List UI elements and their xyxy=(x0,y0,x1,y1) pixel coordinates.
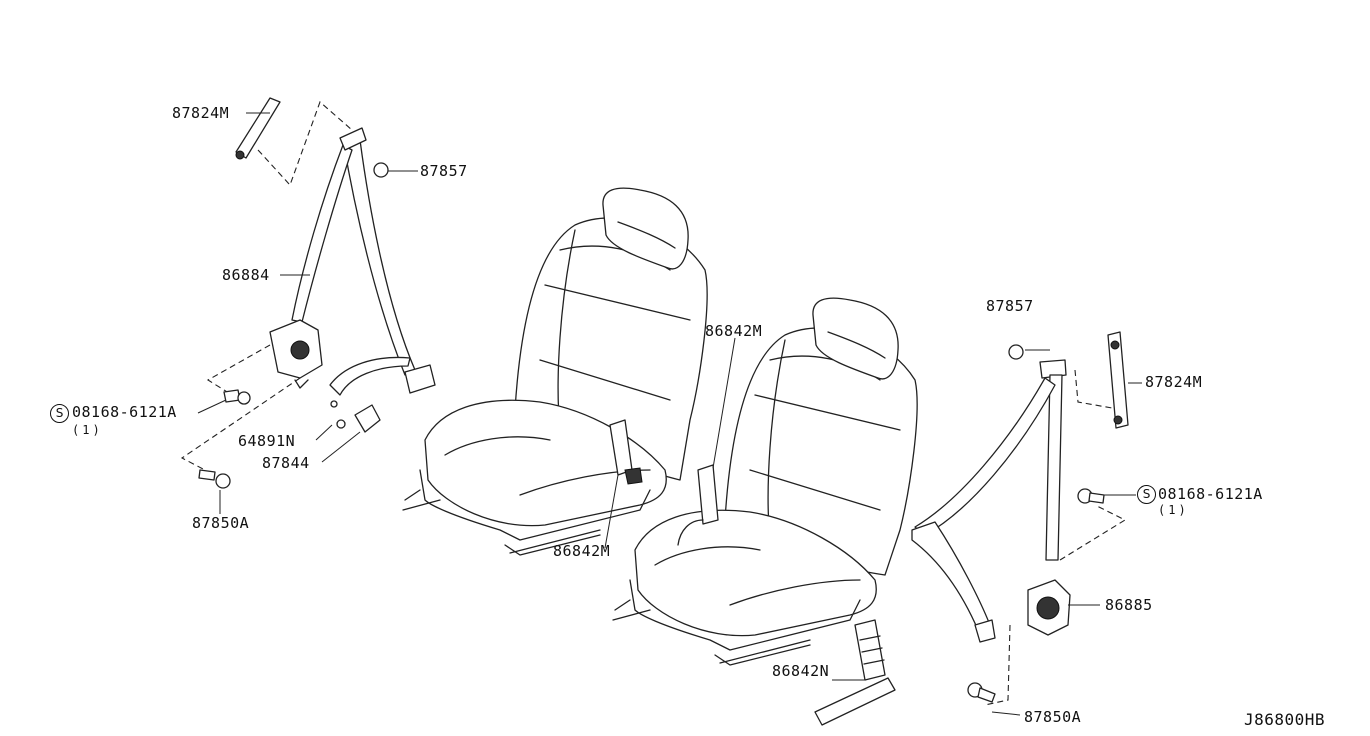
callout-87850A-right: 87850A xyxy=(1024,708,1082,726)
left-seat-drawing xyxy=(402,187,708,556)
callout-87850A-left: 87850A xyxy=(192,514,250,532)
callout-08168-qty-left: (1) xyxy=(72,423,103,437)
callout-86842N: 86842N xyxy=(772,662,830,680)
callout-87824M-right: 87824M xyxy=(1145,373,1203,391)
callout-08168-qty-right: (1) xyxy=(1158,503,1189,517)
callout-86842M-top: 86842M xyxy=(705,322,763,340)
callout-86884: 86884 xyxy=(222,266,270,284)
leader-lines xyxy=(197,112,1142,716)
diagram-id: J86800HB xyxy=(1244,710,1326,729)
callout-08168-6121A-right: 08168-6121A xyxy=(1158,485,1263,503)
callout-87857-left: 87857 xyxy=(420,162,468,180)
right-belt-assembly xyxy=(814,331,1129,726)
right-seat-drawing xyxy=(612,297,918,666)
callout-08168-6121A-left: 08168-6121A xyxy=(72,403,177,421)
callout-87857-right: 87857 xyxy=(986,297,1034,315)
callout-86885: 86885 xyxy=(1105,596,1153,614)
callout-87844: 87844 xyxy=(262,454,310,472)
screw-symbol-icon: S xyxy=(50,404,69,423)
callout-64891N: 64891N xyxy=(238,432,296,450)
callout-86842M-bottom: 86842M xyxy=(553,542,611,560)
callout-87824M-left: 87824M xyxy=(172,104,230,122)
left-belt-assembly xyxy=(180,97,436,489)
screw-symbol-icon: S xyxy=(1137,485,1156,504)
